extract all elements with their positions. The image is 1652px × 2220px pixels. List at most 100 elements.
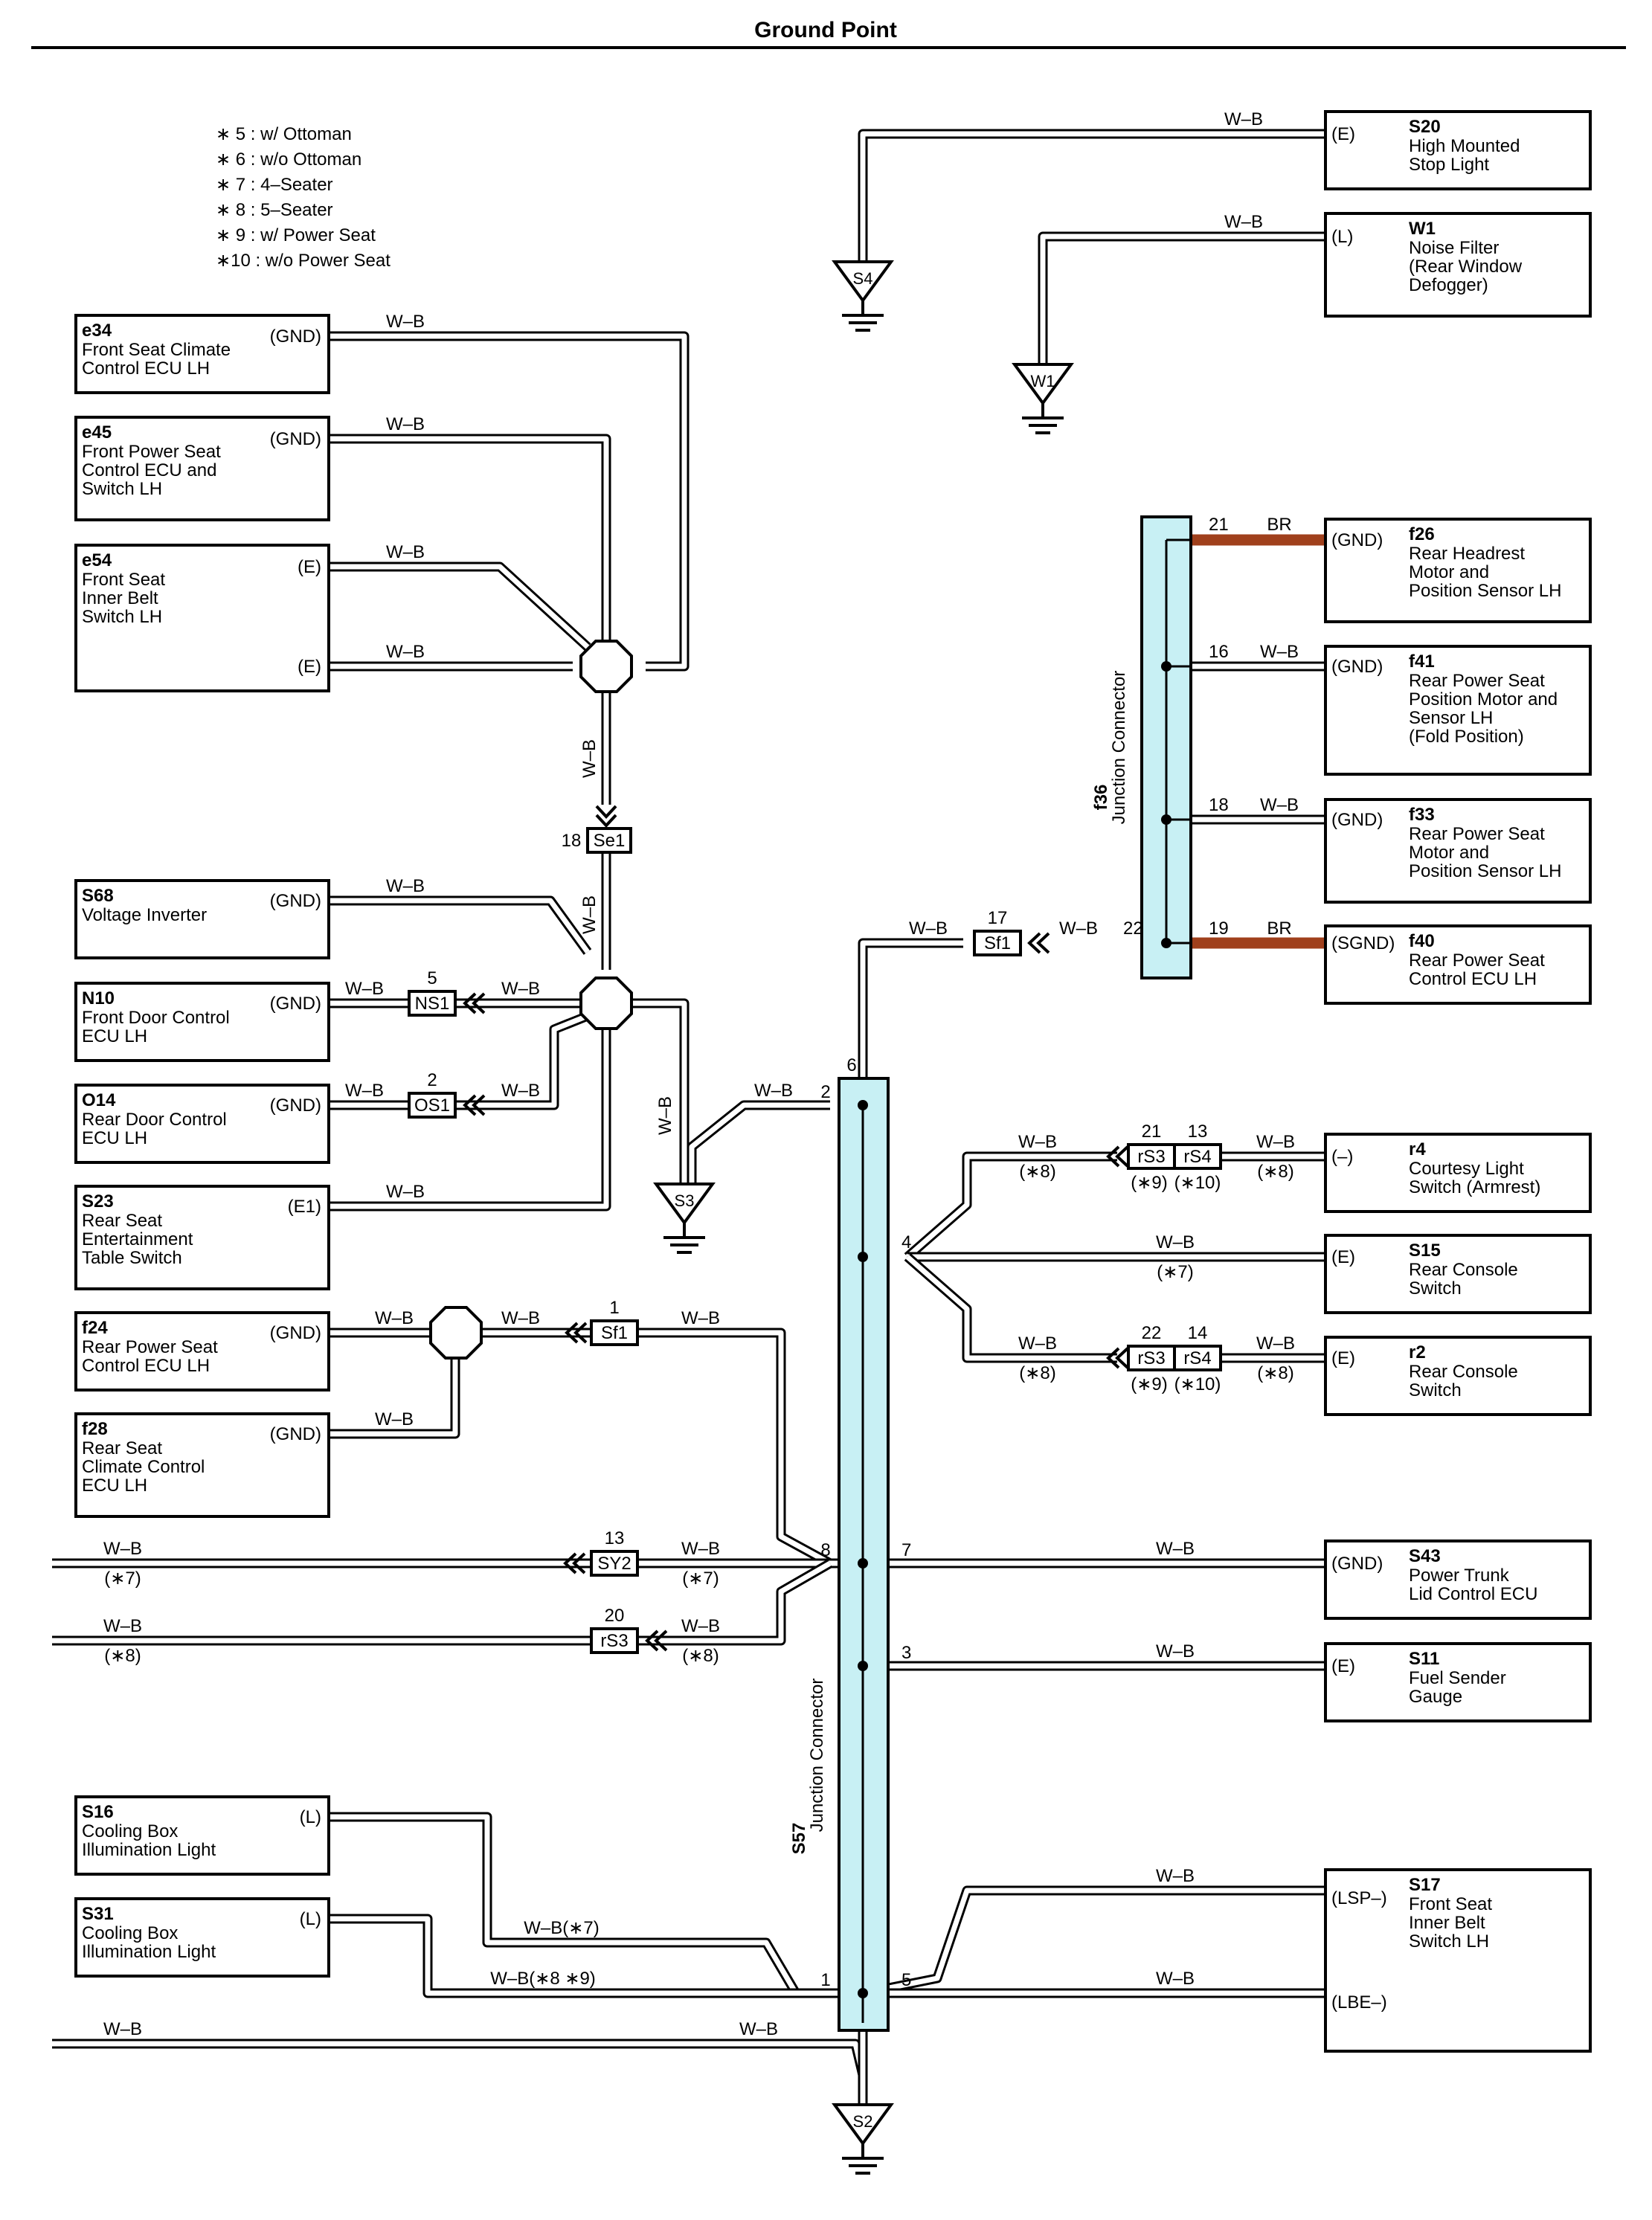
wire-w1-inner	[1040, 234, 1325, 364]
condition-label: (∗8)	[104, 1646, 141, 1666]
connector-label: rS4	[1183, 1147, 1211, 1167]
component-name-line: Control ECU LH	[82, 1356, 210, 1376]
wire-s57-r2-inner	[905, 1255, 1117, 1361]
condition-label: (∗8)	[1019, 1363, 1055, 1383]
component-name-line: Switch LH	[82, 479, 162, 499]
wire-s68	[327, 895, 592, 955]
wire-s57-r4-inner	[905, 1154, 1117, 1259]
arrow-sf1-17	[1027, 932, 1050, 954]
ground-S3-label: S3	[675, 1191, 695, 1210]
wire-label: W–B	[681, 1539, 720, 1559]
legend-note: ∗ 8 : 5–Seater	[216, 200, 333, 220]
condition-label: (∗9)	[1131, 1374, 1167, 1394]
pin-label: (E)	[298, 657, 321, 677]
component-name-line: Position Motor and	[1409, 689, 1558, 710]
component-id: e45	[82, 422, 112, 443]
wire-sf1-s57	[481, 1328, 833, 1568]
arrow-sy2-chevron	[572, 1552, 586, 1574]
component-name-line: Switch	[1409, 1278, 1462, 1299]
component-box	[74, 1795, 330, 1876]
connector-pin: 5	[427, 968, 437, 988]
pin-label: (GND)	[1331, 810, 1383, 830]
legend-note: ∗10 : w/o Power Seat	[216, 251, 390, 271]
ground-W1: W1	[1012, 363, 1074, 434]
component-name-line: Illumination Light	[82, 1840, 216, 1860]
arrow-os1-chevron	[463, 1094, 477, 1116]
connector-pin: 13	[1188, 1122, 1208, 1142]
s57-id: S57	[789, 1823, 809, 1855]
connector-label: SY2	[597, 1554, 631, 1574]
component-name-line: Rear Power Seat	[82, 1337, 218, 1357]
wire-node2-s3	[631, 998, 690, 1184]
component-name-line: Gauge	[1409, 1687, 1462, 1707]
connector-box	[973, 930, 1022, 956]
legend-note: ∗ 6 : w/o Ottoman	[216, 149, 361, 170]
ground-S4-label: S4	[853, 269, 873, 288]
component-box	[74, 1084, 330, 1164]
pin-label: (E)	[1331, 1247, 1355, 1267]
s57-splice	[858, 1252, 868, 1262]
pin-label: (E1)	[288, 1197, 321, 1217]
pin-label: (GND)	[1331, 657, 1383, 677]
component-name-line: Courtesy Light	[1409, 1159, 1524, 1179]
component-name-line: Rear Door Control	[82, 1110, 227, 1130]
f36-pin: 16	[1209, 642, 1229, 662]
wire-label: W–B	[1059, 918, 1098, 939]
connector-box	[586, 827, 632, 854]
s57-name: Junction Connector	[807, 1679, 827, 1833]
component-name-line: Switch LH	[1409, 1931, 1489, 1952]
component-id: r2	[1409, 1342, 1426, 1362]
wire-s20-inner	[860, 131, 1325, 262]
component-id: e34	[82, 321, 112, 341]
arrow-rs3-20	[645, 1629, 668, 1652]
component-name-line: Rear Power Seat	[1409, 824, 1545, 844]
wire-label: W–B	[501, 979, 540, 999]
component-name-line: Front Door Control	[82, 1008, 230, 1028]
pin-label: (GND)	[270, 429, 321, 449]
arrow-rs3-20-chevron	[654, 1629, 668, 1652]
component-id: W1	[1409, 219, 1436, 239]
f36-splice	[1161, 938, 1171, 948]
arrow-ns1-chevron	[463, 992, 477, 1014]
component-name-line: Front Power Seat	[82, 442, 221, 462]
wire-label: W–B	[103, 1539, 142, 1559]
s57-splice	[858, 1988, 868, 1998]
wire-label: W–B	[375, 1308, 414, 1328]
splice-node-3	[429, 1306, 483, 1360]
pin-label: (GND)	[1331, 1554, 1383, 1574]
ground-S4: S4	[832, 260, 894, 332]
s57-pin: 5	[901, 1970, 911, 1990]
wire-sf1-s57top-inner	[860, 940, 963, 1078]
connector-pin: 1	[609, 1298, 619, 1318]
component-box	[74, 982, 330, 1062]
wire-label-br: BR	[1267, 515, 1291, 535]
connector-pin: 13	[605, 1528, 625, 1548]
arrow-rs3-21-chevron	[1106, 1145, 1120, 1168]
ground-S3-triangle	[653, 1183, 716, 1226]
f36-pin: 18	[1209, 795, 1229, 815]
wire-label: W–B	[579, 739, 600, 778]
arrow-rs3-22	[1106, 1347, 1129, 1369]
component-name-line: Rear Seat	[82, 1211, 162, 1231]
component-name-line: Rear Power Seat	[1409, 671, 1545, 691]
wire-label: W–B	[501, 1081, 540, 1101]
component-name-line: Motor and	[1409, 843, 1489, 863]
component-name-line: ECU LH	[82, 1026, 147, 1046]
pin-label: (GND)	[1331, 530, 1383, 550]
component-name-line: Defogger)	[1409, 275, 1488, 295]
component-name-line: Front Seat	[1409, 1894, 1492, 1914]
wire-label: W–B	[1018, 1132, 1057, 1152]
wire-s68-inner	[327, 898, 590, 954]
component-name-line: Illumination Light	[82, 1942, 216, 1962]
component-box	[74, 1412, 330, 1518]
arrow-sf1-17-chevron	[1036, 932, 1050, 954]
